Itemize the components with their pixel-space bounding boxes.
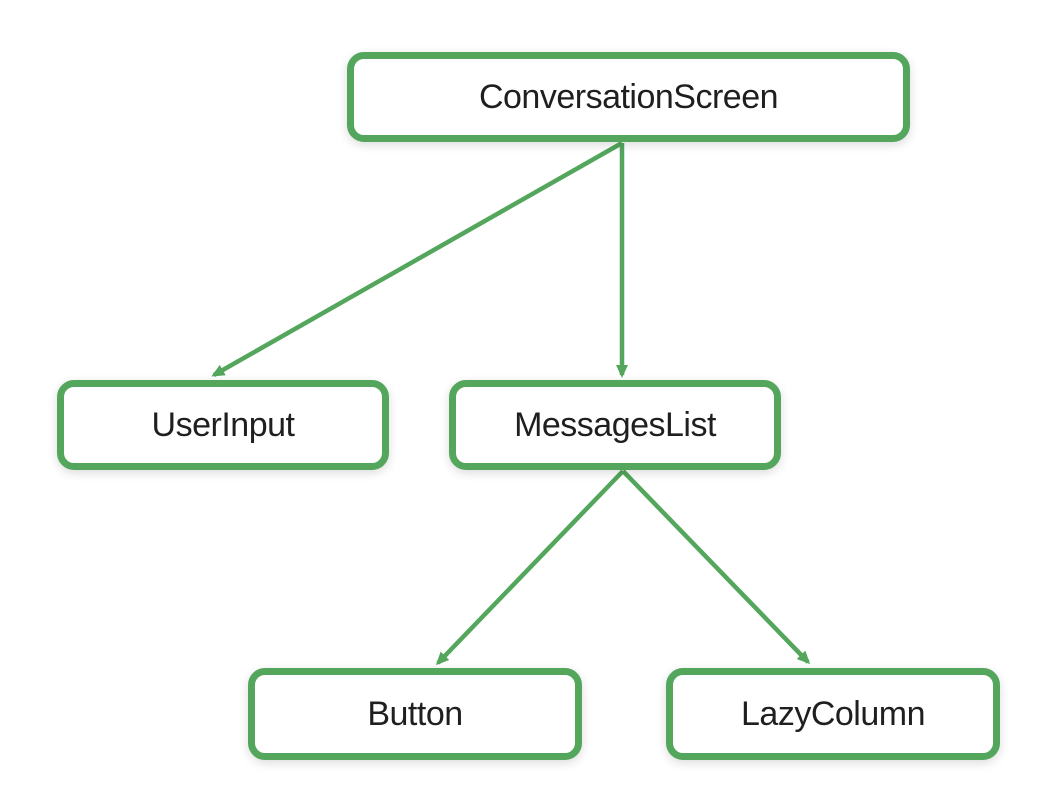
- node-messageslist: MessagesList: [449, 380, 781, 470]
- node-messageslist-label: MessagesList: [514, 405, 716, 444]
- node-lazycolumn: LazyColumn: [666, 668, 1000, 760]
- node-userinput: UserInput: [57, 380, 389, 470]
- node-conversationscreen: ConversationScreen: [347, 52, 910, 142]
- edge-messageslist-lazycolumn: [621, 469, 811, 665]
- node-lazycolumn-label: LazyColumn: [741, 694, 925, 733]
- node-userinput-label: UserInput: [151, 405, 295, 444]
- edge-conversationscreen-userinput: [211, 141, 624, 377]
- node-button: Button: [248, 668, 582, 760]
- node-conversationscreen-label: ConversationScreen: [478, 77, 779, 116]
- edge-messageslist-button: [435, 469, 625, 666]
- node-button-label: Button: [367, 694, 463, 733]
